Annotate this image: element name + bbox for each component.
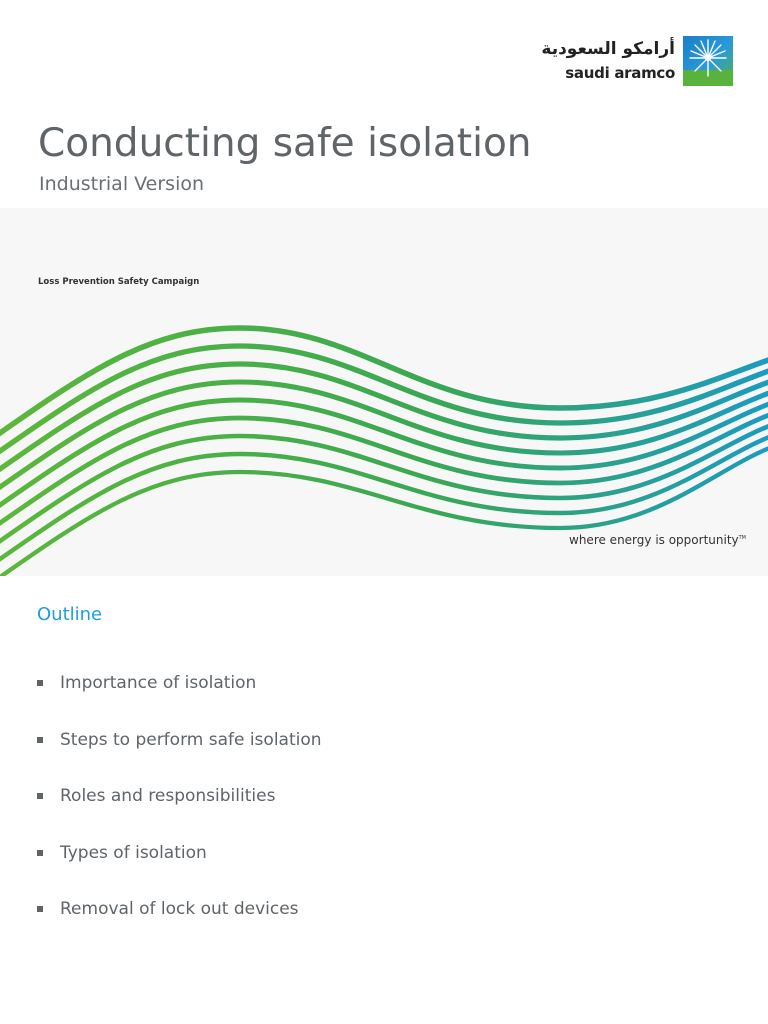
- outline-item: Importance of isolation: [37, 672, 322, 729]
- wave-line: [0, 412, 768, 526]
- outline-item-label: Importance of isolation: [60, 673, 257, 693]
- outline-item-label: Steps to perform safe isolation: [60, 729, 322, 750]
- outline-heading: Outline: [37, 604, 103, 625]
- campaign-label: Loss Prevention Safety Campaign: [38, 277, 200, 287]
- aramco-star-icon: [683, 36, 733, 86]
- logo-latin-text: saudi aramco: [565, 64, 675, 82]
- wave-line: [0, 435, 768, 562]
- square-bullet-icon: [37, 793, 43, 800]
- outline-item-label: Roles and responsibilities: [60, 786, 276, 807]
- green-wave-lines: [0, 325, 768, 576]
- wave-line: [0, 325, 768, 437]
- saudi-aramco-logo: أرامكو السعودية saudi aramco: [541, 34, 735, 90]
- outline-item-label: Removal of lock out devices: [60, 899, 299, 920]
- outline-list: Importance of isolation Steps to perform…: [37, 672, 322, 955]
- outline-item: Roles and responsibilities: [37, 785, 322, 842]
- wave-line: [0, 379, 768, 491]
- square-bullet-icon: [37, 849, 43, 856]
- wave-line: [0, 446, 768, 576]
- trademark-mark: TM: [738, 535, 746, 541]
- outline-item-label: Types of isolation: [60, 842, 207, 863]
- tagline-text: where energy is opportunity: [569, 533, 739, 547]
- wave-line: [0, 423, 768, 544]
- wave-line: [0, 361, 768, 473]
- page-title: Conducting safe isolation: [38, 121, 532, 166]
- outline-item: Types of isolation: [37, 842, 322, 899]
- outline-item: Removal of lock out devices: [37, 898, 322, 955]
- wave-line: [0, 343, 768, 455]
- square-bullet-icon: [37, 680, 43, 686]
- page-subtitle: Industrial Version: [39, 173, 205, 195]
- outline-slide: Outline Importance of isolation Steps to…: [0, 576, 768, 1024]
- logo-arabic-text: أرامكو السعودية: [541, 39, 675, 59]
- outline-item: Steps to perform safe isolation: [37, 729, 322, 786]
- square-bullet-icon: [37, 906, 43, 913]
- tagline: where energy is opportunityTM: [569, 530, 746, 548]
- wave-line: [0, 397, 768, 508]
- title-slide: أرامكو السعودية saudi aramco: [0, 34, 768, 576]
- square-bullet-icon: [37, 736, 43, 743]
